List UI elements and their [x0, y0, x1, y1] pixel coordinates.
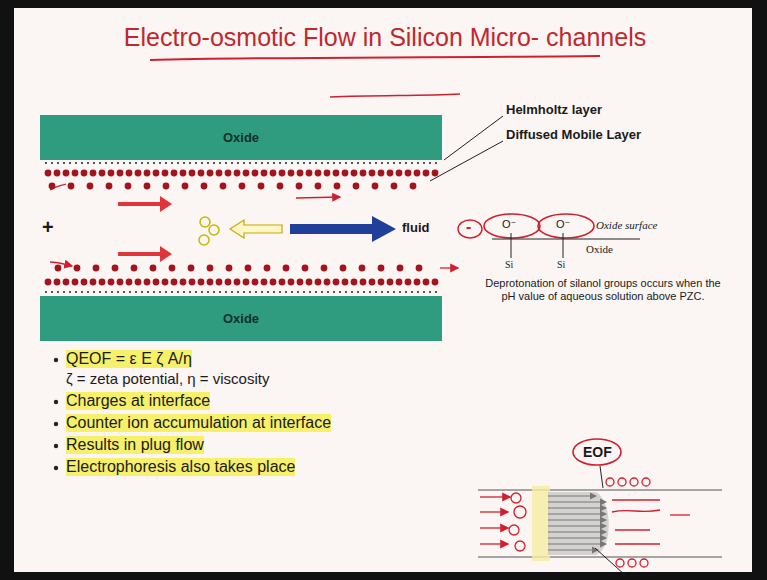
band-label: Oxide: [223, 130, 259, 145]
eof-label: EOF: [583, 444, 612, 460]
layer-label: Helmholtz layer: [506, 103, 602, 118]
bullet-text: Charges at interface: [66, 392, 210, 410]
oxide-band: Oxide: [40, 296, 442, 341]
atom-label: Si: [505, 259, 513, 271]
oxide-band: Oxide: [40, 115, 442, 160]
band-label: Oxide: [223, 311, 259, 326]
charge-label: O⁻: [502, 218, 516, 231]
bullet-text: Counter ion accumulation at interface: [66, 414, 331, 432]
equation: QEOF = ε E ζ A/η: [66, 350, 192, 368]
polarity-sign: -: [466, 218, 471, 236]
polarity-sign: +: [42, 216, 54, 239]
flow-label: fluid: [402, 221, 429, 236]
ion-dots: [45, 162, 439, 293]
atom-label: Si: [557, 259, 565, 271]
symbol-note: ζ = zeta potential, η = viscosity: [66, 370, 269, 387]
note-text: Deprotonation of silanol groups occurs w…: [478, 277, 728, 302]
layer-label: Oxide: [586, 243, 613, 256]
bullet-text: Results in plug flow: [66, 436, 204, 454]
bullet-text: Electrophoresis also takes place: [66, 458, 295, 476]
slide-title: Electro-osmotic Flow in Silicon Micro- c…: [120, 18, 650, 57]
layer-label: Diffused Mobile Layer: [506, 128, 641, 143]
surface-label: Oxide surface: [596, 219, 657, 232]
charge-label: O⁻: [556, 218, 570, 231]
